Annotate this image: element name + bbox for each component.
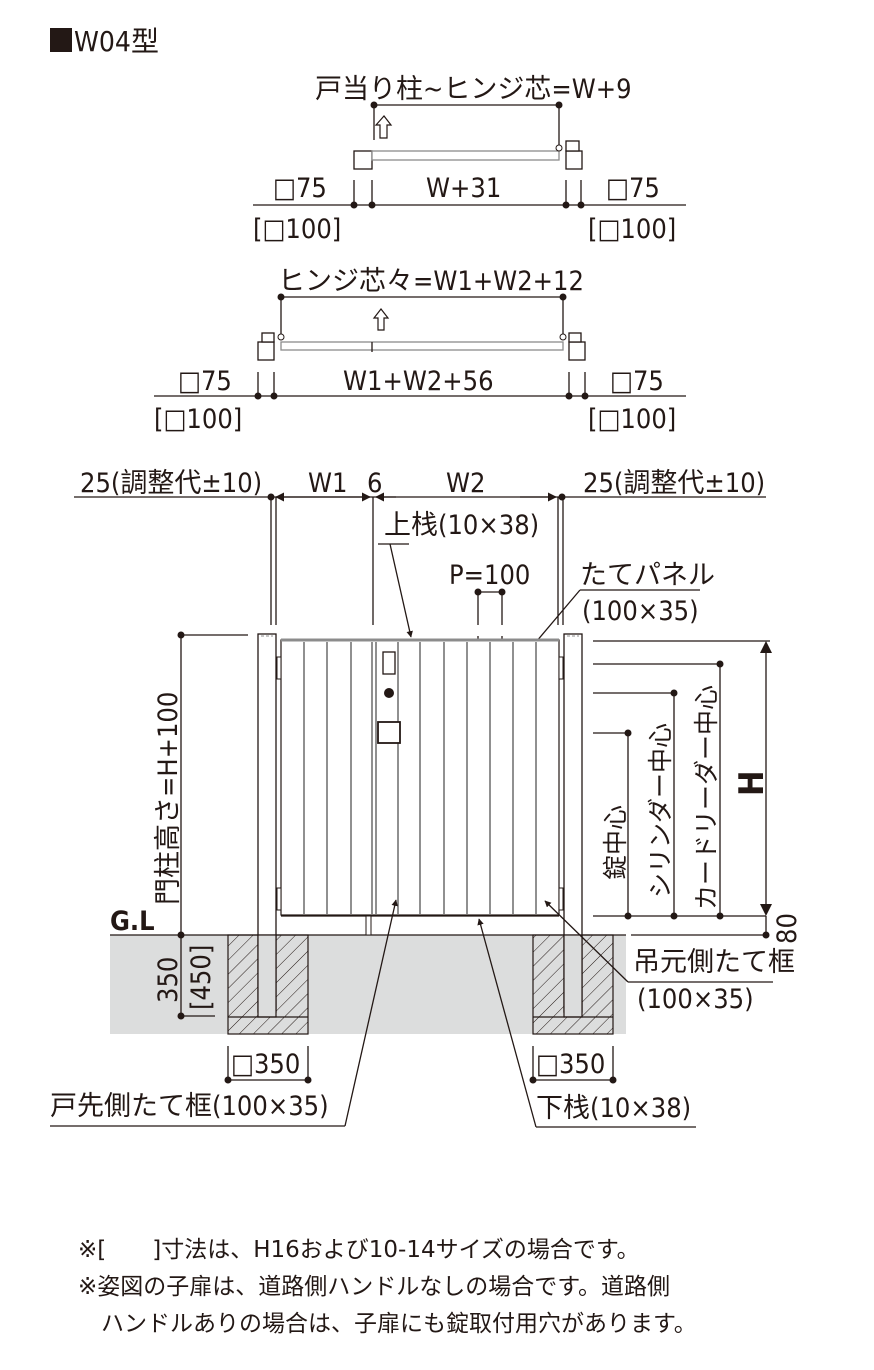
left-footing-label: □350 [231, 1049, 300, 1080]
embed-depth-label: 350 [153, 957, 184, 1003]
note-line-1: ※[ ]寸法は、H16および10-14サイズの場合です。 [78, 1237, 640, 1263]
plan-single-center-dim: W+31 [426, 173, 501, 204]
open-direction-arrow-icon [372, 308, 390, 331]
note-line-2: ※姿図の子扉は、道路側ハンドルなしの場合です。道路側 [78, 1274, 670, 1300]
right-post [565, 150, 583, 170]
hinge-frame-size-label: (100×35) [637, 984, 754, 1015]
top-rail-label: 上栈(10×38) [384, 510, 539, 541]
plan-double: ヒンジ芯々=W1+W2+12 □75 W1+W2+56 □75 [□100] [… [154, 266, 686, 435]
panel-size-label: (100×35) [582, 596, 699, 627]
plan-single-left-post-alt: [□100] [253, 214, 341, 245]
note-line-3: ハンドルありの場合は、子扉にも錠取付用穴があります。 [78, 1311, 697, 1337]
card-reader-icon [382, 651, 396, 675]
bottom-clearance-label: 80 [772, 913, 803, 944]
bottom-rail-label: 下栈(10×38) [536, 1093, 691, 1124]
vertical-panels [303, 642, 537, 914]
plan-double-right-post-alt: [□100] [588, 404, 676, 435]
title-square-icon [50, 28, 72, 52]
right-footing-label: □350 [536, 1049, 605, 1080]
cylinder-center-label: シリンダー中心 [646, 723, 675, 898]
embed-depth-alt-label: [450] [186, 945, 217, 1010]
open-direction-arrow-icon [374, 115, 393, 139]
left-post [353, 150, 373, 170]
door-leaf [371, 150, 560, 161]
title: W04型 [50, 25, 159, 58]
latch-frame-label: 戸先側たて框(100×35) [50, 1091, 329, 1122]
elevation: 25(調整代±10) W1 6 W2 25(調整代±10) 上栈(10×38) … [50, 468, 803, 1128]
plan-single-right-post-alt: [□100] [588, 214, 676, 245]
plan-double-left-post-alt: [□100] [154, 404, 242, 435]
double-door-leaves [280, 341, 564, 351]
hinge-frame-name-label: 吊元側たて框 [633, 947, 795, 978]
gl-label: G.L [110, 906, 155, 937]
w2-label: W2 [446, 468, 485, 499]
pitch-label: P=100 [449, 560, 530, 591]
lock-center-label: 錠中心 [601, 805, 630, 880]
cylinder-icon [384, 688, 394, 698]
plan-single: 戸当り柱~ヒンジ芯=W+9 □75 W+31 □75 [□100] [□100] [253, 74, 686, 245]
plan-single-left-post: □75 [273, 173, 327, 204]
lock-box-icon [377, 721, 401, 744]
plan-double-left-post: □75 [178, 366, 232, 397]
right-adjust-label: 25(調整代±10) [583, 468, 765, 499]
left-adjust-label: 25(調整代±10) [80, 468, 262, 499]
plan-double-right-post: □75 [610, 366, 664, 397]
plan-double-top-dim: ヒンジ芯々=W1+W2+12 [278, 266, 584, 297]
plan-double-center-dim: W1+W2+56 [343, 366, 494, 397]
w1-label: W1 [308, 468, 347, 499]
post-height-label: 門柱高さ=H+100 [153, 692, 184, 905]
panel-name-label: たてパネル [580, 560, 715, 591]
plan-single-top-dim: 戸当り柱~ヒンジ芯=W+9 [315, 74, 632, 105]
height-label: H [732, 770, 772, 796]
title-text: W04型 [74, 25, 159, 58]
gap-label: 6 [367, 468, 382, 499]
card-reader-center-label: カードリーダー中心 [692, 685, 721, 910]
plan-single-right-post: □75 [606, 173, 660, 204]
